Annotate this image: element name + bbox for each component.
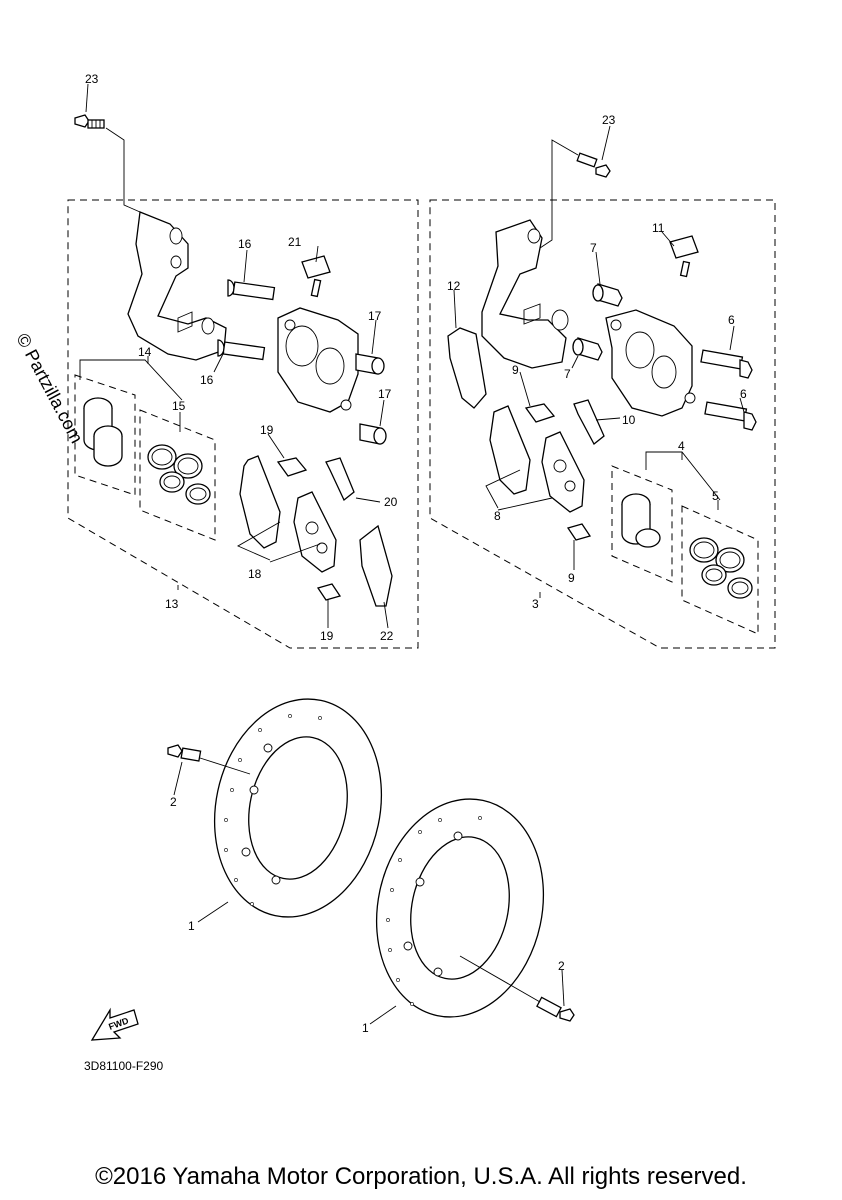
callout-18: 18 bbox=[248, 567, 262, 581]
callout-13: 13 bbox=[165, 597, 179, 611]
bleed-screw-11 bbox=[669, 235, 699, 278]
drawing-code: 3D81100-F290 bbox=[84, 1059, 163, 1073]
callout-21: 21 bbox=[288, 235, 302, 249]
callout-23-left: 23 bbox=[85, 72, 99, 86]
disc-bolt-2-right bbox=[459, 955, 575, 1022]
pad-spring-10 bbox=[573, 399, 605, 445]
callout-17-lower: 17 bbox=[378, 387, 392, 401]
callout-19-upper: 19 bbox=[260, 423, 274, 437]
pistons-4-right bbox=[611, 465, 673, 583]
callout-23-right: 23 bbox=[602, 113, 616, 127]
callout-16-upper: 16 bbox=[238, 237, 252, 251]
bolt-23-left bbox=[74, 114, 141, 213]
callout-8: 8 bbox=[494, 509, 501, 523]
bolt-6-lower bbox=[704, 401, 757, 431]
pin-16-lower bbox=[217, 339, 266, 361]
callout-1-right: 1 bbox=[362, 1021, 369, 1035]
callout-22: 22 bbox=[380, 629, 394, 643]
disc-right-vent-holes bbox=[386, 816, 482, 1006]
callout-9-upper: 9 bbox=[512, 363, 519, 377]
pad-spring-9-lower bbox=[566, 523, 592, 541]
callout-17-upper: 17 bbox=[368, 309, 382, 323]
boot-7-upper bbox=[592, 283, 623, 307]
callout-2-right: 2 bbox=[558, 959, 565, 973]
callout-10: 10 bbox=[622, 413, 636, 427]
pad-spring-19-upper bbox=[276, 457, 308, 477]
callout-9-lower: 9 bbox=[568, 571, 575, 585]
pad-spring-9-upper bbox=[524, 403, 556, 423]
callout-16-lower: 16 bbox=[200, 373, 214, 387]
leader-lines bbox=[79, 83, 745, 1025]
callout-7-lower: 7 bbox=[564, 367, 571, 381]
seals-5-right bbox=[681, 505, 759, 635]
boot-7-lower bbox=[572, 337, 603, 361]
copyright-notice: ©2016 Yamaha Motor Corporation, U.S.A. A… bbox=[95, 1163, 747, 1190]
callout-4: 4 bbox=[678, 439, 685, 453]
bleed-screw-21-left bbox=[301, 255, 331, 298]
callout-6-lower: 6 bbox=[740, 387, 747, 401]
brake-disc-left bbox=[213, 698, 383, 918]
pad-spring-20 bbox=[325, 457, 355, 502]
fwd-arrow-icon: FWD bbox=[90, 1007, 139, 1041]
callout-6-upper: 6 bbox=[728, 313, 735, 327]
pad-spring-19-lower bbox=[316, 583, 342, 601]
pad-spring-12 bbox=[447, 327, 487, 409]
bolt-23-right bbox=[539, 139, 611, 249]
bolt-6-upper bbox=[700, 349, 753, 379]
callout-5: 5 bbox=[712, 489, 719, 503]
caliper-bracket-left bbox=[127, 211, 227, 361]
disc-left-vent-holes bbox=[224, 714, 322, 906]
callout-19-lower: 19 bbox=[320, 629, 334, 643]
callout-14: 14 bbox=[138, 345, 152, 359]
callout-11: 11 bbox=[652, 221, 665, 235]
right-caliper-assembly-boundary bbox=[429, 199, 776, 649]
callout-1-left: 1 bbox=[188, 919, 195, 933]
callout-20: 20 bbox=[384, 495, 398, 509]
callout-15: 15 bbox=[172, 399, 186, 413]
caliper-body-left bbox=[277, 307, 359, 413]
brake-pads-8 bbox=[489, 405, 585, 513]
callout-7-upper: 7 bbox=[590, 241, 597, 255]
left-caliper-assembly-boundary bbox=[67, 199, 419, 649]
callout-12: 12 bbox=[447, 279, 461, 293]
brake-disc-right bbox=[375, 798, 545, 1018]
callout-2-left: 2 bbox=[170, 795, 177, 809]
brake-pads-18 bbox=[239, 455, 337, 573]
caliper-body-right bbox=[605, 309, 696, 417]
pin-16-upper bbox=[227, 279, 276, 301]
boot-17-lower bbox=[359, 423, 387, 445]
callout-3: 3 bbox=[532, 597, 539, 611]
callout-numbers: 23 23 16 21 17 14 16 17 15 19 20 18 13 1… bbox=[84, 72, 747, 1073]
shim-22 bbox=[359, 524, 393, 607]
pistons-14-left bbox=[74, 374, 136, 496]
boot-17-upper bbox=[355, 353, 385, 375]
caliper-bracket-right bbox=[481, 219, 569, 369]
seals-15-left bbox=[139, 409, 216, 541]
disc-bolt-2-left bbox=[167, 744, 251, 775]
